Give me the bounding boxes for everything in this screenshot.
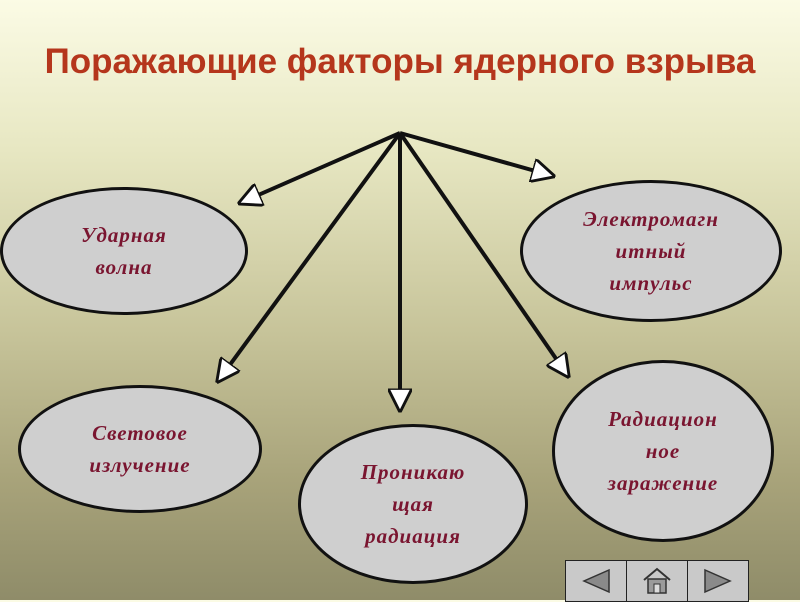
home-icon bbox=[643, 567, 671, 594]
home-button[interactable] bbox=[627, 561, 688, 601]
arrow-to-light bbox=[218, 131, 402, 381]
shock-wave-oval: Ударная волна bbox=[0, 187, 248, 315]
light-radiation-label: Световое излучение bbox=[89, 421, 191, 477]
emp-oval: Электромагн итный импульс bbox=[520, 180, 782, 322]
arrow-to-shock-wave bbox=[240, 131, 401, 203]
penetrating-radiation-oval: Проникаю щая радиация bbox=[298, 424, 528, 584]
radioactive-contamination-oval: Радиацион ное заражение bbox=[552, 360, 774, 542]
shock-wave-label: Ударная волна bbox=[81, 223, 167, 279]
emp-label: Электромагн итный импульс bbox=[583, 207, 719, 295]
slide-title: Поражающие факторы ядерного взрыва bbox=[44, 42, 756, 81]
triangle-left-icon bbox=[582, 568, 610, 594]
triangle-right-icon bbox=[704, 568, 732, 594]
previous-slide-button[interactable] bbox=[566, 561, 627, 601]
penetrating-radiation-label: Проникаю щая радиация bbox=[360, 460, 466, 548]
light-radiation-oval: Световое излучение bbox=[18, 385, 262, 513]
slide-navigation bbox=[565, 560, 749, 602]
next-slide-button[interactable] bbox=[688, 561, 748, 601]
arrow-to-contamination bbox=[398, 131, 568, 376]
radioactive-contamination-label: Радиацион ное заражение bbox=[607, 407, 719, 495]
arrow-to-emp bbox=[399, 131, 553, 176]
